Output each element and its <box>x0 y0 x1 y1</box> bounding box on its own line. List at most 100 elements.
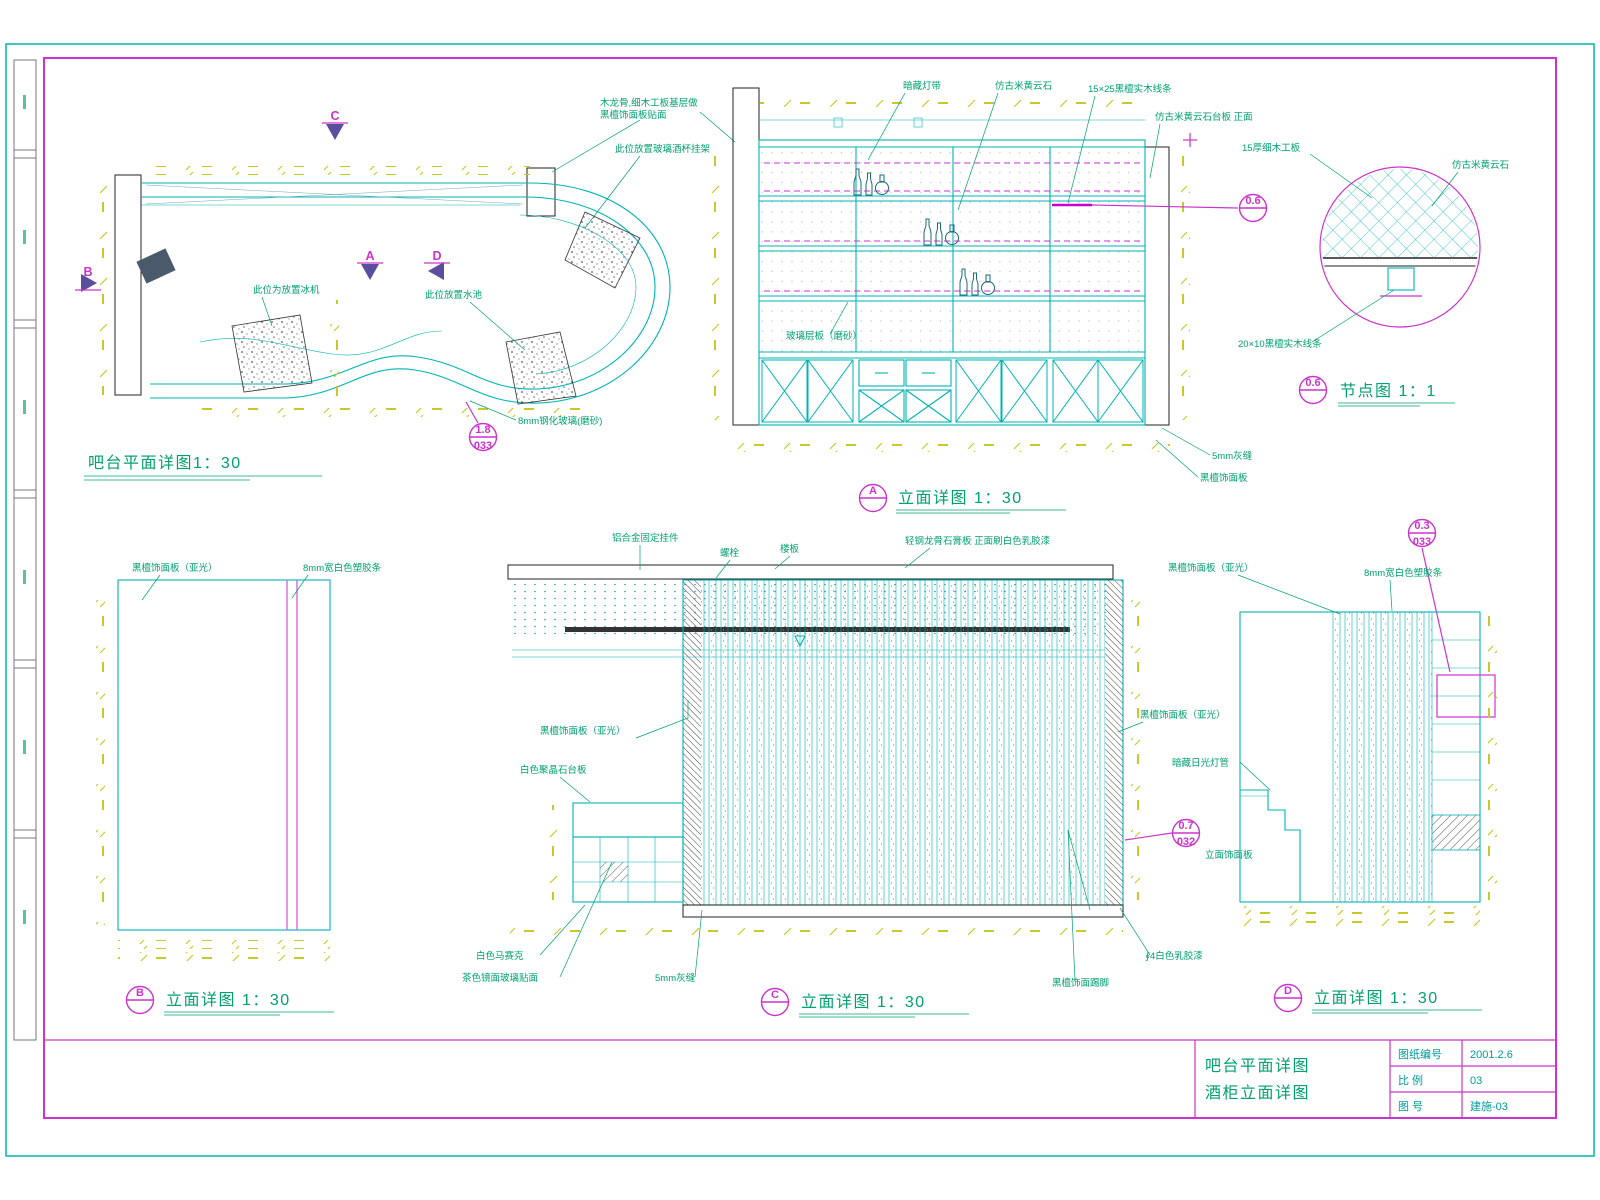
elevC-labels: 铝合金固定挂件 螺栓 楼板 轻钢龙骨石膏板 正面刷白色乳胶漆 黑檀饰面板（亚光）… <box>462 532 1226 989</box>
elevC-stripes <box>701 580 1105 905</box>
node-interior <box>1322 169 1478 297</box>
label-elevB-panel: 黑檀饰面板（亚光） <box>132 562 218 574</box>
section-letter-a: A <box>365 249 374 263</box>
plan-title-text: 吧台平面详图1：30 <box>88 454 242 472</box>
refD-sheet: 033 <box>1413 536 1431 548</box>
plan-wall-hatch <box>114 174 142 396</box>
label-glass-c: 茶色镜面玻璃贴面 <box>462 972 538 984</box>
elevB-title-text: 立面详图 1：30 <box>166 991 291 1009</box>
elevD-labels: 黑檀饰面板（亚光） 8mm宽白色塑胶条 暗藏日光灯管 <box>1168 562 1443 791</box>
ref-sheet: 033 <box>474 440 492 452</box>
elevD-marker-letter: D <box>1284 985 1292 997</box>
field-label-1: 图纸编号 <box>1398 1047 1442 1061</box>
label-rack: 此位放置玻璃酒杯挂架 <box>615 143 711 155</box>
node-title: 0.6 节点图 1：1 <box>1298 375 1455 407</box>
elevB-panel <box>117 579 331 931</box>
field-value-3: 建施-03 <box>1470 1099 1508 1113</box>
label-slab: 楼板 <box>780 543 800 555</box>
plan-dimensions <box>98 166 600 417</box>
label-paint: ∮4白色乳胶漆 <box>1145 950 1203 962</box>
elevC-title: C 立面详图 1：30 <box>760 987 969 1018</box>
label-counter: 仿古米黄云石台板 正面 <box>1155 111 1253 123</box>
node-ref-num: 0.6 <box>1245 195 1260 207</box>
plan-section-marker-a: A <box>357 249 383 280</box>
field-label-2: 比 例 <box>1398 1073 1423 1087</box>
elevA-cabinet-lines <box>758 117 1146 426</box>
elevD-detail-ref: 0.3 033 <box>1407 518 1451 673</box>
label-hanger: 铝合金固定挂件 <box>612 532 679 544</box>
titleblock-drawing-title-2: 酒柜立面详图 <box>1205 1084 1310 1102</box>
elevA-shelf-dash-lines <box>764 162 1140 292</box>
label-marble: 仿古米黄云石 <box>995 80 1052 92</box>
elevC-marker-letter: C <box>771 989 779 1001</box>
label-elevD-panel: 黑檀饰面板（亚光） <box>1168 562 1254 574</box>
label-glass: 8mm钢化玻璃(磨砂) <box>518 415 602 427</box>
elevD-title-text: 立面详图 1：30 <box>1314 989 1439 1007</box>
label-joint-c: 5mm灰缝 <box>655 972 696 984</box>
elevB-dimensions <box>96 585 330 961</box>
node-labels: 15厚细木工板 仿古米黄云石 20×10黑檀实木线条 <box>1238 142 1509 350</box>
label-ref-c: 立面饰面板 <box>1205 849 1253 861</box>
label-bolt: 螺栓 <box>720 547 740 559</box>
plan-section-marker-c: C <box>322 109 348 140</box>
plan-ice-machine-block <box>136 248 176 284</box>
plan-brace-lines <box>145 184 524 205</box>
label-mosaic: 白色马赛克 <box>476 950 524 962</box>
label-sink: 此位放置水池 <box>425 289 483 301</box>
elevC-right-col <box>1105 580 1123 905</box>
elevA-left-column <box>732 87 760 426</box>
node-title-text: 节点图 1：1 <box>1340 382 1437 400</box>
label-board: 15厚细木工板 <box>1242 142 1301 154</box>
elevA-marker-letter: A <box>869 485 877 497</box>
label-wood-strip: 15×25黑檀实木线条 <box>1088 83 1172 95</box>
left-strip-text-marks <box>23 95 26 924</box>
node-detail: 15厚细木工板 仿古米黄云石 20×10黑檀实木线条 0.6 节点图 1：1 <box>1238 142 1509 407</box>
elevA-corner-tick <box>1183 133 1197 147</box>
label-frame-1: 木龙骨,细木工板基层做 <box>600 97 698 109</box>
elevD-shelf-column <box>1431 612 1481 902</box>
node-marker: 0.6 <box>1305 377 1320 389</box>
refC-num: 0.7 <box>1178 820 1193 832</box>
elevC-slab <box>507 564 1114 580</box>
label-skirt: 黑檀饰面踢脚 <box>1052 977 1109 989</box>
elevD-step-profile <box>1240 789 1301 902</box>
label-counter-top: 白色聚晶石台板 <box>520 764 587 776</box>
elevA-dimensions <box>710 98 1190 452</box>
label-panel: 黑檀饰面板 <box>1200 472 1248 484</box>
elevC-skirting <box>682 904 1124 918</box>
label-ice: 此位为放置冰机 <box>253 284 320 296</box>
elevB-labels: 黑檀饰面板（亚光） 8mm宽白色塑胶条 <box>132 562 382 601</box>
plan-section-marker-d: D <box>424 249 450 280</box>
elevation-c: 铝合金固定挂件 螺栓 楼板 轻钢龙骨石膏板 正面刷白色乳胶漆 黑檀饰面板（亚光）… <box>462 532 1253 1018</box>
elevC-title-text: 立面详图 1：30 <box>801 993 926 1011</box>
label-joint: 5mm灰缝 <box>1212 450 1253 462</box>
elevation-b: 黑檀饰面板（亚光） 8mm宽白色塑胶条 B 立面详图 1：30 <box>96 562 382 1016</box>
section-letter-d: D <box>432 249 441 263</box>
label-elevB-strip: 8mm宽白色塑胶条 <box>303 562 382 574</box>
ref-num: 1.8 <box>475 424 490 436</box>
plan-granite-patches <box>231 211 641 405</box>
section-letter-b: B <box>83 265 92 279</box>
label-panel-left: 黑檀饰面板（亚光） <box>540 725 626 737</box>
elevC-detail-ref: 0.7 032 立面饰面板 <box>1124 818 1253 861</box>
elevA-right-hatch <box>1144 146 1170 426</box>
elevA-labels: 暗藏灯带 仿古米黄云石 15×25黑檀实木线条 仿古米黄云石台板 正面 玻璃层板… <box>786 80 1253 484</box>
plan-labels: 木龙骨,细木工板基层做 黑檀饰面板贴面 此位放置玻璃酒杯挂架 此位为放置冰机 此… <box>253 97 736 427</box>
refC-sheet: 032 <box>1177 836 1195 848</box>
plan-title: 吧台平面详图1：30 <box>84 454 322 481</box>
label-light: 暗藏灯带 <box>903 80 942 92</box>
plan-column-hatch <box>526 167 556 217</box>
title-block: 吧台平面详图 酒柜立面详图 图纸编号 2001.2.6 比 例 03 图 号 建… <box>44 1039 1556 1118</box>
elevA-title-text: 立面详图 1：30 <box>898 489 1023 507</box>
plan-section-marker-b: B <box>75 265 101 292</box>
field-label-3: 图 号 <box>1398 1100 1423 1113</box>
elevA-node-ref: 0.6 <box>1052 193 1268 223</box>
elevD-stripes <box>1332 612 1432 902</box>
elevB-title: B 立面详图 1：30 <box>125 985 334 1016</box>
label-elevD-strip: 8mm宽白色塑胶条 <box>1364 567 1443 579</box>
label-shelf: 玻璃层板（磨砂） <box>786 330 862 342</box>
elevation-d: 0.3 033 黑檀饰面板（亚光） 8mm宽白色塑胶条 暗藏日光灯管 D 立面详… <box>1168 518 1497 1014</box>
label-node-strip: 20×10黑檀实木线条 <box>1238 338 1322 350</box>
plan-view: C B A D 木龙骨,细木工板基层做 黑檀饰面板贴面 此位放置玻璃酒杯挂架 此… <box>75 97 736 481</box>
